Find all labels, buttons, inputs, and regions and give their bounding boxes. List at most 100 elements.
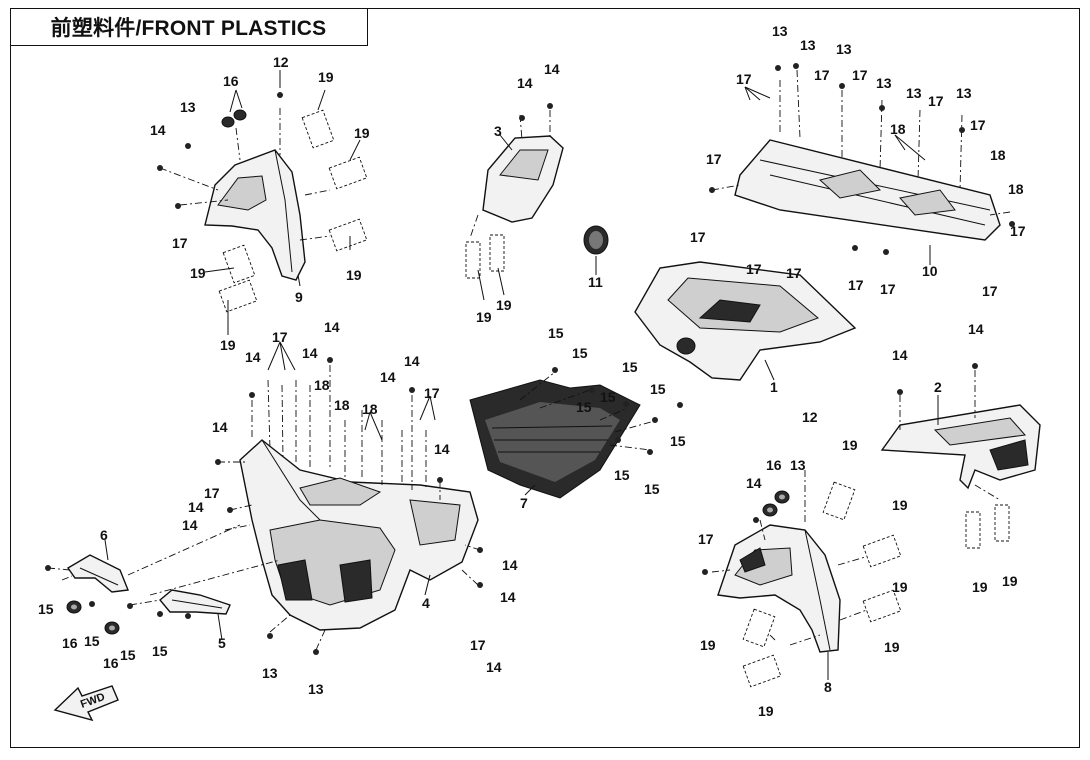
callout-14: 14 [746, 475, 762, 491]
callout-16: 16 [766, 457, 782, 473]
fastener-boxes [218, 109, 1010, 688]
callout-15: 15 [622, 359, 638, 375]
diagram-title: 前塑料件/FRONT PLASTICS [10, 8, 368, 46]
callout-19: 19 [1002, 573, 1018, 589]
callout-13: 13 [790, 457, 806, 473]
callout-14: 14 [245, 349, 261, 365]
callout-15: 15 [576, 399, 592, 415]
callout-5: 5 [218, 635, 226, 651]
callout-19: 19 [842, 437, 858, 453]
callout-14: 14 [324, 319, 340, 335]
callout-15: 15 [84, 633, 100, 649]
callout-13: 13 [308, 681, 324, 697]
callout-17: 17 [982, 283, 998, 299]
callout-14: 14 [517, 75, 533, 91]
callout-19: 19 [892, 579, 908, 595]
callout-15: 15 [38, 601, 54, 617]
callout-14: 14 [500, 589, 516, 605]
callout-6: 6 [100, 527, 108, 543]
callout-3: 3 [494, 123, 502, 139]
callout-17: 17 [690, 229, 706, 245]
callout-17: 17 [814, 67, 830, 83]
fwd-arrow-icon: FWD [53, 685, 119, 722]
callout-labels: 1 2 3 4 5 6 7 8 9 10 11 12 12 13 13 13 1… [38, 23, 1026, 719]
callout-14: 14 [502, 557, 518, 573]
callout-13: 13 [956, 85, 972, 101]
callout-19: 19 [220, 337, 236, 353]
callout-17: 17 [852, 67, 868, 83]
callout-13: 13 [836, 41, 852, 57]
part-1-hood [634, 261, 857, 381]
callout-8: 8 [824, 679, 832, 695]
drawing-frame [10, 8, 1080, 748]
callout-1: 1 [770, 379, 778, 395]
callout-12: 12 [802, 409, 818, 425]
callout-19: 19 [190, 265, 206, 281]
callout-19: 19 [892, 497, 908, 513]
callout-16: 16 [223, 73, 239, 89]
callout-17: 17 [736, 71, 752, 87]
callout-17: 17 [786, 265, 802, 281]
callout-18: 18 [314, 377, 330, 393]
callout-14: 14 [182, 517, 198, 533]
part-6-bracket [47, 524, 241, 593]
callout-13: 13 [180, 99, 196, 115]
callout-18: 18 [1008, 181, 1024, 197]
callout-14: 14 [404, 353, 420, 369]
callout-14: 14 [302, 345, 318, 361]
fastener-dots [45, 63, 1015, 655]
callout-17: 17 [272, 329, 288, 345]
callout-17: 17 [848, 277, 864, 293]
callout-14: 14 [892, 347, 908, 363]
callout-14: 14 [544, 61, 560, 77]
callout-17: 17 [424, 385, 440, 401]
callout-2: 2 [934, 379, 942, 395]
callout-14: 14 [380, 369, 396, 385]
callout-16: 16 [103, 655, 119, 671]
callout-leaders [104, 70, 939, 680]
callout-16: 16 [62, 635, 78, 651]
callout-19: 19 [354, 125, 370, 141]
callout-15: 15 [600, 389, 616, 405]
part-16-washers [66, 109, 790, 635]
callout-15: 15 [670, 433, 686, 449]
part-8-right-fender [711, 470, 873, 653]
part-2-side-panel [880, 370, 1041, 501]
callout-10: 10 [922, 263, 938, 279]
part-10-front-rack [711, 69, 1011, 241]
callout-14: 14 [188, 499, 204, 515]
callout-17: 17 [970, 117, 986, 133]
callout-17: 17 [928, 93, 944, 109]
callout-13: 13 [772, 23, 788, 39]
callout-17: 17 [204, 485, 220, 501]
callout-11: 11 [588, 274, 603, 290]
callout-14: 14 [968, 321, 984, 337]
callout-19: 19 [496, 297, 512, 313]
callout-17: 17 [1010, 223, 1026, 239]
callout-18: 18 [990, 147, 1006, 163]
callout-18: 18 [334, 397, 350, 413]
part-11-emblem [583, 225, 609, 255]
callout-19: 19 [346, 267, 362, 283]
part-9-left-fender [159, 108, 331, 281]
callout-19: 19 [758, 703, 774, 719]
callout-14: 14 [150, 122, 166, 138]
callout-15: 15 [548, 325, 564, 341]
callout-4: 4 [422, 595, 430, 611]
callout-9: 9 [295, 289, 303, 305]
callout-17: 17 [698, 531, 714, 547]
callout-17: 17 [746, 261, 762, 277]
callout-13: 13 [262, 665, 278, 681]
callout-12: 12 [273, 54, 289, 70]
callout-18: 18 [890, 121, 906, 137]
callout-13: 13 [906, 85, 922, 101]
part-5-bracket [129, 559, 281, 615]
callout-7: 7 [520, 495, 528, 511]
callout-17: 17 [470, 637, 486, 653]
callout-15: 15 [152, 643, 168, 659]
callout-14: 14 [434, 441, 450, 457]
callout-19: 19 [884, 639, 900, 655]
callout-17: 17 [706, 151, 722, 167]
callout-15: 15 [650, 381, 666, 397]
